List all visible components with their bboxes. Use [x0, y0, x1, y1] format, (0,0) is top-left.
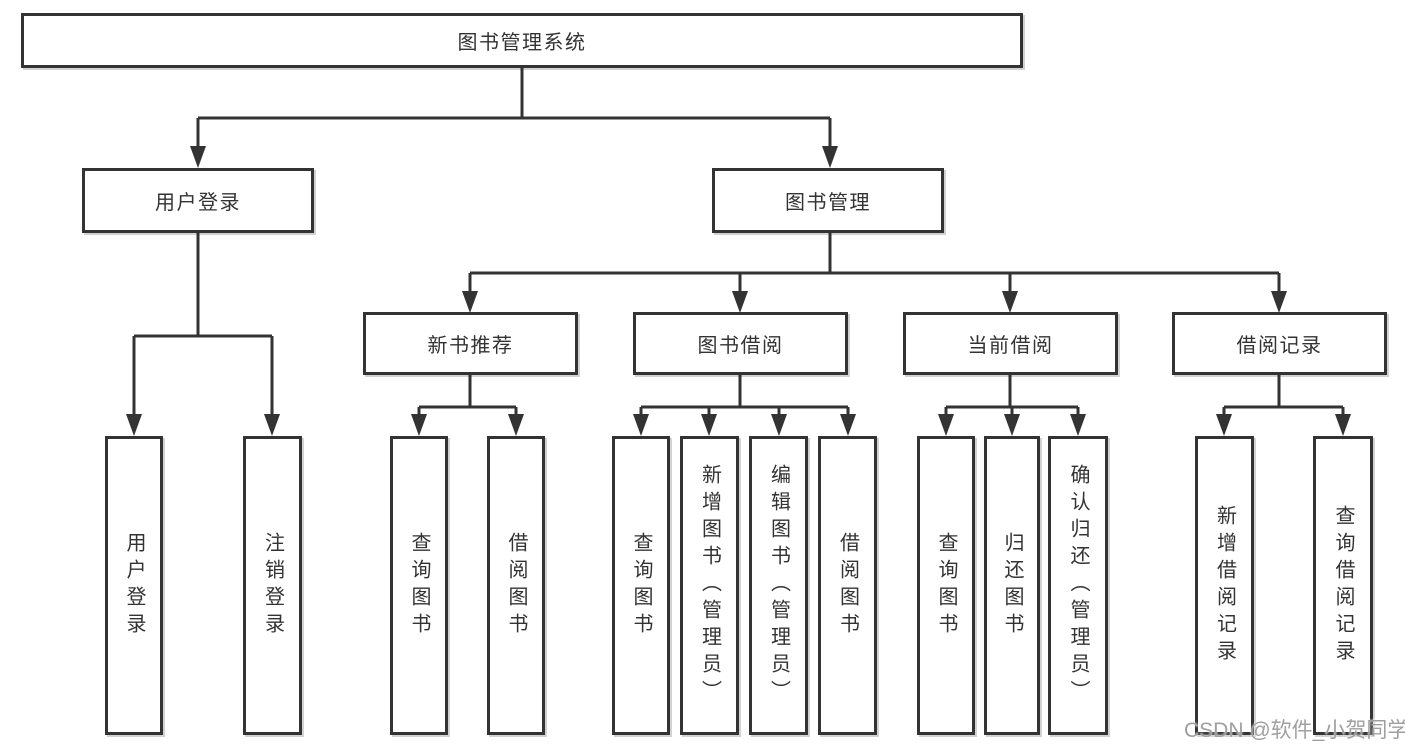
arrow-down-icon [1335, 414, 1351, 436]
arrow-down-icon [771, 414, 787, 436]
node-borrow-records: 借阅记录 [1172, 312, 1387, 375]
leaf-query-books-current: 查询图书 [917, 436, 975, 735]
node-user-login: 用户登录 [82, 168, 314, 233]
connector-book-borrowing-to-leaves [639, 375, 850, 418]
leaf-user-login-label: 用户登录 [123, 531, 145, 640]
arrow-down-icon [126, 414, 142, 436]
arrow-down-icon [938, 414, 954, 436]
leaf-add-borrow-record-label: 新增借阅记录 [1213, 504, 1236, 667]
node-new-book-recommend: 新书推荐 [363, 312, 578, 375]
leaf-logout: 注销登录 [243, 436, 302, 735]
leaf-query-books-borrowing-label: 查询图书 [630, 531, 652, 640]
leaf-edit-books-admin: 编辑图书（管理员） [749, 436, 808, 735]
connector-new-book-recommend-to-leaves [417, 375, 518, 418]
node-library-system: 图书管理系统 [21, 13, 1023, 68]
arrow-down-icon [190, 146, 206, 168]
leaf-query-borrow-record-label: 查询借阅记录 [1332, 504, 1354, 667]
arrow-down-icon [411, 414, 427, 436]
leaf-add-books-admin-label: 新增图书（管理员） [698, 464, 721, 707]
leaf-query-borrow-record: 查询借阅记录 [1313, 436, 1373, 735]
watermark: CSDN @软件_小贺同学 [1184, 719, 1405, 742]
leaf-logout-label: 注销登录 [261, 531, 284, 640]
leaf-confirm-return-admin: 确认归还（管理员） [1048, 436, 1108, 735]
leaf-borrow-books-recommend-label: 借阅图书 [505, 531, 527, 640]
leaf-query-books-borrowing: 查询图书 [612, 436, 670, 735]
arrow-down-icon [822, 146, 838, 168]
leaf-user-login: 用户登录 [105, 436, 163, 735]
arrow-down-icon [633, 414, 649, 436]
arrow-down-icon [1271, 291, 1287, 313]
arrow-down-icon [1070, 414, 1086, 436]
leaf-query-books-current-label: 查询图书 [935, 531, 957, 640]
arrow-down-icon [508, 414, 524, 436]
arrow-down-icon [732, 291, 748, 313]
leaf-edit-books-admin-label: 编辑图书（管理员） [767, 464, 790, 707]
leaf-confirm-return-admin-label: 确认归还（管理员） [1067, 464, 1089, 707]
arrow-down-icon [462, 291, 478, 313]
connector-borrow-records-to-leaves [1222, 375, 1345, 418]
node-book-management: 图书管理 [712, 168, 944, 233]
leaf-borrow-books-borrowing-label: 借阅图书 [836, 531, 859, 640]
leaf-query-books-recommend: 查询图书 [390, 436, 448, 735]
arrowhead-group [126, 146, 1351, 436]
connector-current-borrowing-to-leaves [944, 375, 1080, 418]
arrow-down-icon [1004, 414, 1020, 436]
leaf-add-books-admin: 新增图书（管理员） [680, 436, 739, 735]
leaf-add-borrow-record: 新增借阅记录 [1195, 436, 1254, 735]
leaf-query-books-recommend-label: 查询图书 [408, 531, 430, 640]
arrow-down-icon [1002, 291, 1018, 313]
connector-user-login-to-leaves [132, 233, 274, 418]
node-current-borrowing: 当前借阅 [903, 312, 1118, 375]
leaf-borrow-books-recommend: 借阅图书 [487, 436, 545, 735]
leaf-return-books: 归还图书 [984, 436, 1040, 735]
arrow-down-icon [701, 414, 717, 436]
arrow-down-icon [840, 414, 856, 436]
connector-book-management-to-level3 [468, 233, 1281, 295]
connector-root-to-level2 [196, 68, 832, 150]
arrow-down-icon [264, 414, 280, 436]
leaf-borrow-books-borrowing: 借阅图书 [818, 436, 877, 735]
leaf-return-books-label: 归还图书 [1001, 531, 1023, 640]
arrow-down-icon [1216, 414, 1232, 436]
node-book-borrowing: 图书借阅 [633, 312, 848, 375]
